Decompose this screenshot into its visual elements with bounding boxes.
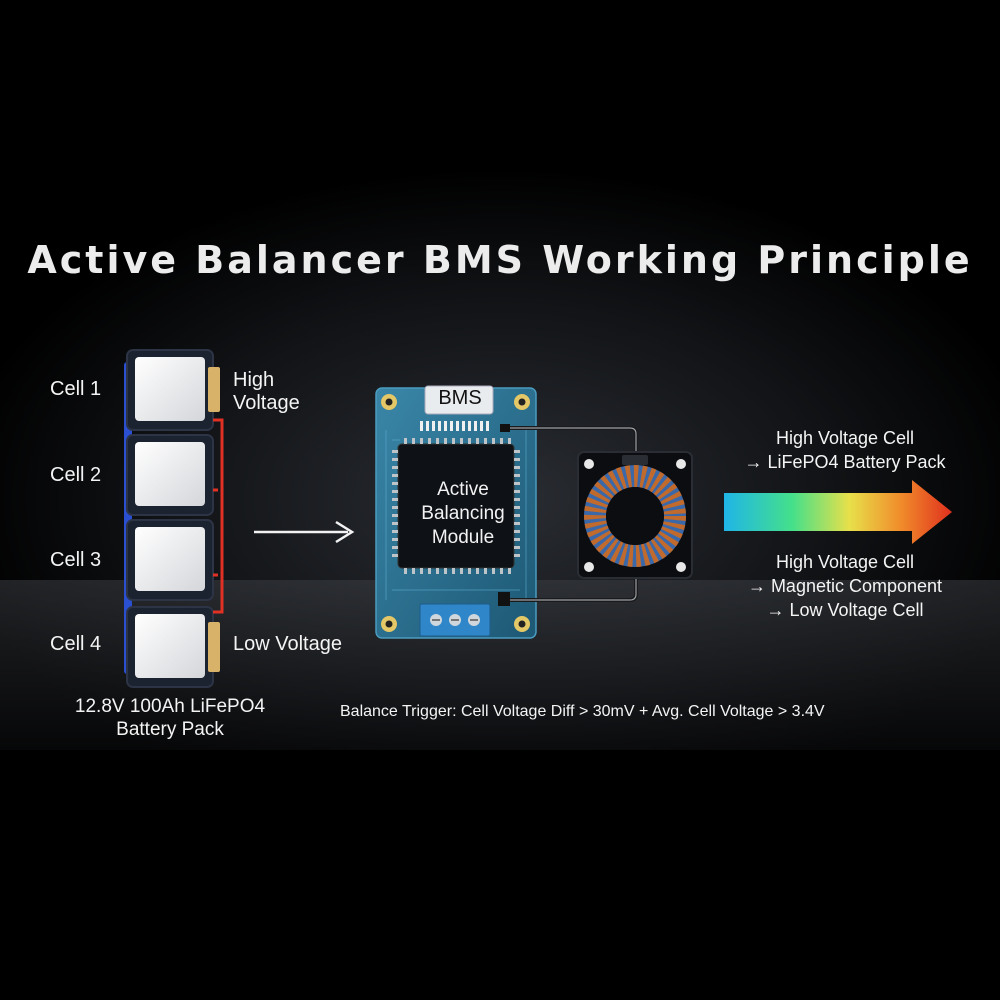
high-voltage-label: High Voltage (233, 369, 300, 414)
terminal-block (419, 603, 491, 637)
balance-trigger-note: Balance Trigger: Cell Voltage Diff > 30m… (340, 703, 825, 720)
cell-1-label: Cell 1 (50, 378, 102, 400)
smd-part-bottom (498, 592, 510, 606)
cell-4-label: Cell 4 (50, 633, 102, 655)
page-title: Active Balancer BMS Working Principle (27, 238, 973, 282)
toroidal-inductor (577, 451, 693, 579)
pin-header (420, 421, 489, 431)
energy-flow-arrow (724, 480, 952, 544)
balancing-chip (392, 438, 520, 574)
battery-cell-2 (126, 434, 214, 516)
cell-3-label: Cell 3 (50, 549, 102, 571)
low-voltage-terminal (208, 622, 220, 672)
copper-winding (584, 465, 686, 567)
bms-label-plate (424, 385, 494, 415)
battery-pack (124, 349, 224, 688)
input-arrow (254, 520, 355, 544)
low-voltage-label: Low Voltage (233, 633, 342, 655)
cell-2-label: Cell 2 (50, 464, 102, 486)
high-voltage-terminal (208, 367, 220, 412)
active-balancing-module-label: Active Balancing Module (421, 479, 505, 548)
battery-cell-3 (126, 519, 214, 601)
bms-header-label: BMS (438, 387, 482, 409)
flow-description-top: High Voltage Cell → LiFePO4 Battery Pack (744, 428, 946, 472)
battery-cell-1 (126, 349, 214, 431)
battery-cell-4 (126, 606, 214, 688)
battery-pack-label: 12.8V 100Ah LiFePO4 Battery Pack (74, 696, 266, 740)
smd-part-top (500, 424, 510, 432)
flow-description-bottom: High Voltage Cell → Magnetic Component →… (747, 552, 943, 620)
positive-wire (213, 418, 224, 614)
bms-board (375, 385, 537, 639)
